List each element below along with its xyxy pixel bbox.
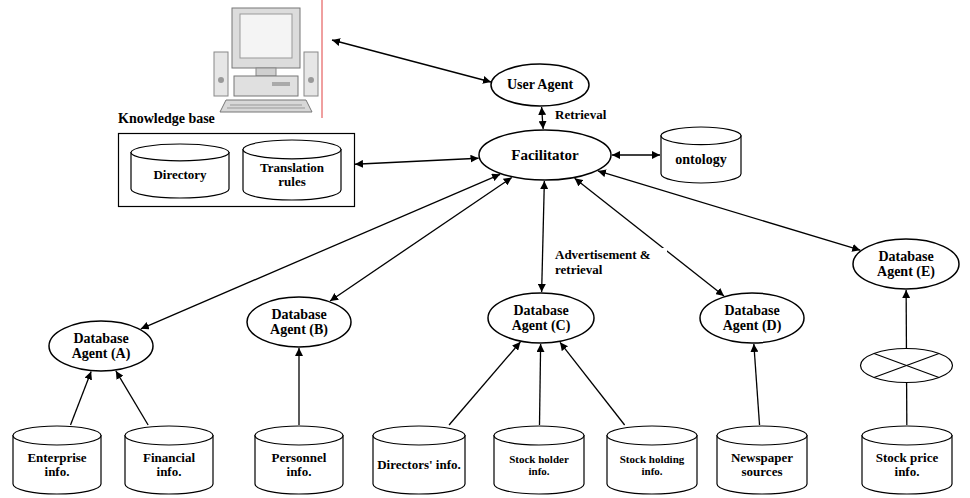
node-label: Directory (135, 168, 225, 182)
computer-icon (214, 8, 318, 112)
connector-arrow (116, 371, 148, 425)
node-label: User Agent (500, 77, 580, 92)
connector-arrow (330, 178, 512, 301)
node-label: Database Agent (C) (497, 303, 585, 334)
red-rule (322, 0, 323, 118)
connector-arrow (539, 344, 540, 425)
connector-arrow (298, 348, 299, 425)
database-cylinder: Translation rules (242, 139, 342, 201)
agent-ellipse: Database Agent (A) (48, 320, 154, 372)
connector-arrow (449, 342, 520, 425)
node-label: ontology (665, 152, 737, 167)
database-cylinder: Stock holder info. (493, 425, 585, 495)
database-cylinder: Financial info. (124, 425, 214, 495)
node-label: Database Agent (D) (709, 303, 795, 334)
node-label: Facilitator (488, 147, 602, 164)
database-cylinder: Directors' info. (372, 425, 466, 495)
node-label: Database Agent (B) (256, 307, 342, 338)
database-cylinder: Newspaper sources (716, 425, 808, 495)
node-label: Personnel info. (259, 451, 339, 480)
agent-ellipse: Database Agent (B) (246, 296, 352, 348)
node-label: Database Agent (A) (58, 331, 144, 362)
agent-ellipse: User Agent (490, 63, 590, 107)
database-cylinder: Stock price info. (861, 425, 953, 495)
agent-ellipse: Database Agent (D) (699, 292, 805, 344)
node-label: Directors' info. (377, 458, 461, 472)
node-label: Enterprise info. (17, 451, 97, 480)
edge-label: Advertisement & retrieval (553, 248, 667, 278)
connector-arrow (560, 342, 625, 425)
connector-arrow (612, 154, 660, 155)
group-heading: Knowledge base (118, 111, 215, 127)
connector-arrow (71, 372, 92, 425)
database-cylinder: Stock holding info. (606, 425, 698, 495)
knowledge-box: Knowledge baseDirectoryTranslation rules (118, 133, 355, 207)
database-cylinder: Directory (130, 143, 230, 199)
agent-ellipse: Database Agent (C) (487, 292, 595, 344)
node-label: Stock price info. (866, 451, 948, 480)
agent-ellipse: Database Agent (E) (852, 238, 960, 290)
node-label: Database Agent (E) (862, 249, 950, 280)
edge-label: Retrieval (553, 108, 608, 123)
node-label: Newspaper sources (721, 451, 803, 480)
connector-arrow (575, 178, 724, 296)
connector-arrow (754, 344, 760, 425)
filter-symbol (861, 349, 953, 383)
database-cylinder: Personnel info. (254, 425, 344, 495)
node-label: Stock holding info. (611, 453, 693, 477)
database-cylinder: Enterprise info. (12, 425, 102, 495)
connector-arrow (542, 107, 544, 129)
computer-link (332, 40, 491, 82)
connector-arrow (598, 171, 860, 250)
agent-ellipse: Facilitator (478, 129, 612, 181)
node-label: Translation rules (247, 161, 337, 190)
connector-arrow (542, 181, 545, 292)
node-label: Stock holder info. (498, 453, 580, 477)
node-label: Financial info. (129, 451, 209, 480)
connector-arrow (355, 158, 479, 164)
database-cylinder: ontology (660, 126, 742, 184)
